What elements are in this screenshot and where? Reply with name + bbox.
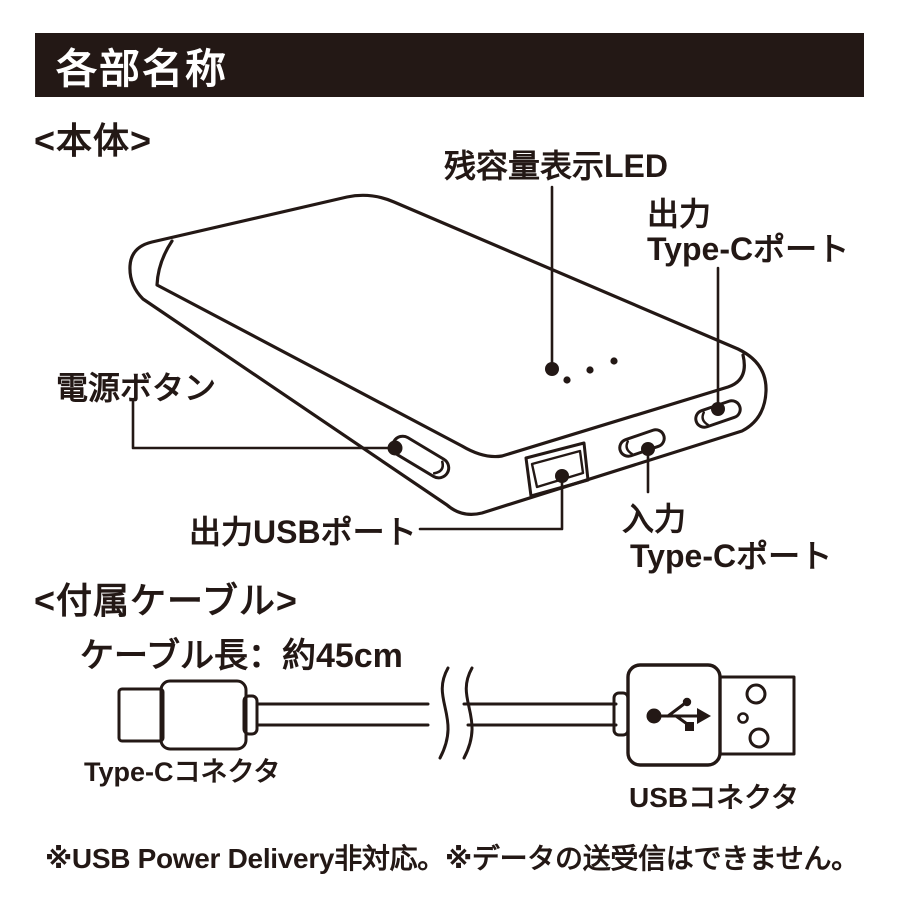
led-label: 残容量表示LED [444, 148, 669, 184]
footnote: ※USB Power Delivery非対応。※データの送受信はできません。 [45, 843, 859, 874]
usb-plug [718, 675, 796, 756]
callout-lines [131, 185, 725, 531]
usb-trident-icon [646, 697, 711, 731]
page-title: 各部名称 [56, 46, 228, 92]
cable-length-label: ケーブル長：約45cm [80, 637, 403, 675]
usb-connector [612, 663, 796, 767]
cable-section-title: <付属ケーブル> [34, 580, 298, 621]
input-typec-label-line1: 入力 [622, 501, 687, 537]
body-section-title: <本体> [34, 120, 153, 161]
output-typec-label-line2: Type-Cポート [647, 231, 850, 267]
input-typec-slot [618, 428, 666, 458]
output-typec-label-line1: 出力 [647, 196, 712, 232]
power-button-slot [391, 434, 451, 480]
input-typec-label-line2: Type-Cポート [630, 538, 833, 574]
output-usb-port [524, 441, 590, 498]
typec-connector-label: Type-Cコネクタ [84, 757, 281, 787]
output-usb-label: 出力USBポート [189, 514, 417, 550]
cable-break-marks [438, 666, 474, 760]
power-bank-outline [128, 193, 768, 516]
typec-connector [117, 679, 259, 751]
power-bank-illustration [128, 185, 768, 531]
power-button-callout-line [131, 400, 392, 450]
top-face-edge [155, 239, 746, 459]
cable-line-right [462, 702, 618, 727]
cable-line-left [255, 702, 430, 727]
power-button-label: 電源ボタン [56, 370, 217, 406]
usb-connector-label: USBコネクタ [629, 782, 799, 813]
header-bar: 各部名称 [35, 33, 864, 97]
cable-illustration [117, 663, 796, 767]
battery-led-dots [545, 357, 618, 384]
output-usb-callout-line [418, 478, 564, 531]
